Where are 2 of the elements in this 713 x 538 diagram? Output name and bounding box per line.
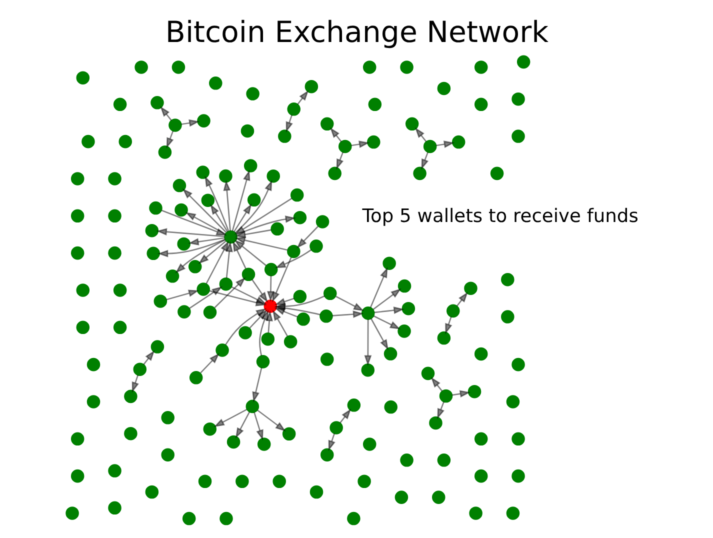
diagram-title: Bitcoin Exchange Network — [164, 15, 548, 50]
label: Top 5 wallets to receive funds — [362, 206, 638, 228]
